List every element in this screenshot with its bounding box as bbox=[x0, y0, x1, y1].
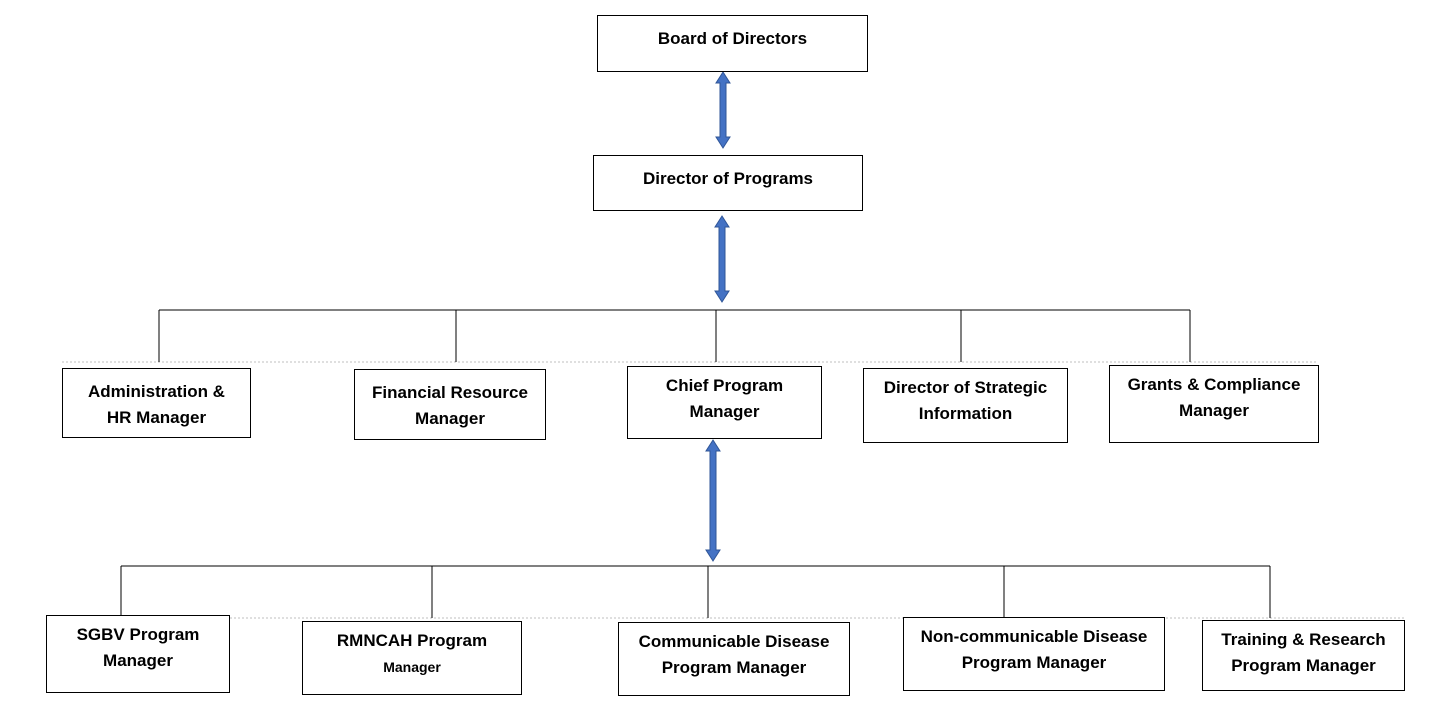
node-non-communicable-disease-program-manager: Non-communicable Disease Program Manager bbox=[903, 617, 1165, 691]
node-label: Director of Programs bbox=[642, 169, 814, 188]
double-arrow-director-managers bbox=[714, 215, 730, 303]
node-label-line-1: Non-communicable Disease bbox=[920, 627, 1148, 646]
node-chief-program-manager: Chief Program Manager bbox=[627, 366, 822, 439]
node-label-line-2: Manager bbox=[415, 409, 485, 428]
node-administration-hr-manager: Administration & HR Manager bbox=[62, 368, 251, 438]
node-label-line-1: Training & Research bbox=[1221, 630, 1386, 649]
node-label-line-2: Manager bbox=[1179, 401, 1249, 420]
node-director-of-programs: Director of Programs bbox=[593, 155, 863, 211]
node-label-line-2: Program Manager bbox=[1231, 656, 1376, 675]
node-label-line-2: Program Manager bbox=[961, 653, 1107, 672]
node-label-line-1: Director of Strategic bbox=[883, 378, 1048, 397]
node-label-line-2: Manager bbox=[689, 402, 760, 421]
node-label: Board of Directors bbox=[657, 29, 808, 48]
node-label-line-1: Grants & Compliance bbox=[1127, 375, 1301, 394]
node-board-of-directors: Board of Directors bbox=[597, 15, 868, 72]
node-sgbv-program-manager: SGBV Program Manager bbox=[46, 615, 230, 693]
node-label-line-1: SGBV Program bbox=[76, 625, 200, 644]
node-label-line-1: Financial Resource bbox=[372, 383, 528, 402]
double-arrow-chief-programs bbox=[705, 439, 721, 562]
node-label-line-2: HR Manager bbox=[106, 408, 207, 427]
node-label-line-1: Chief Program bbox=[665, 376, 784, 395]
node-label-line-2: Manager bbox=[383, 659, 441, 675]
node-label-line-1: Communicable Disease bbox=[638, 632, 830, 651]
node-label-line-2: Information bbox=[918, 404, 1013, 423]
node-financial-resource-manager: Financial Resource Manager bbox=[354, 369, 546, 440]
connector-level-3 bbox=[120, 565, 1271, 618]
node-label-line-1: Administration & bbox=[88, 382, 225, 401]
node-label-line-2: Manager bbox=[103, 651, 173, 670]
node-communicable-disease-program-manager: Communicable Disease Program Manager bbox=[618, 622, 850, 696]
node-director-of-strategic-information: Director of Strategic Information bbox=[863, 368, 1068, 443]
node-training-research-program-manager: Training & Research Program Manager bbox=[1202, 620, 1405, 691]
node-label-line-2: Program Manager bbox=[661, 658, 807, 677]
node-grants-compliance-manager: Grants & Compliance Manager bbox=[1109, 365, 1319, 443]
node-label-line-1: RMNCAH Program bbox=[336, 631, 488, 650]
double-arrow-board-director bbox=[715, 71, 731, 149]
connector-level-2 bbox=[158, 309, 1191, 362]
node-rmncah-program-manager: RMNCAH Program Manager bbox=[302, 621, 522, 695]
